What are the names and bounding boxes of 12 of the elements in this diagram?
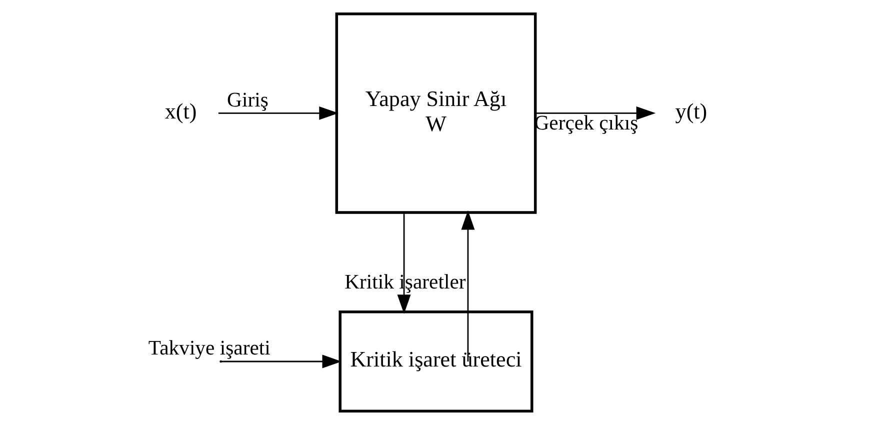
edge-label: Giriş xyxy=(226,89,268,112)
node-box: Kritik işaret üreteci xyxy=(338,310,533,413)
arrow xyxy=(460,210,474,362)
edge-label: Gerçek çıkış xyxy=(534,112,638,135)
arrow xyxy=(220,354,342,368)
node-text: y(t) xyxy=(674,98,707,124)
arrow xyxy=(218,106,338,120)
arrow xyxy=(534,106,656,120)
node-box: Yapay Sinir Ağı W xyxy=(334,12,536,214)
arrow xyxy=(396,212,410,314)
node-text: x(t) xyxy=(164,98,196,124)
edge-label: Takviye işareti xyxy=(148,338,270,360)
